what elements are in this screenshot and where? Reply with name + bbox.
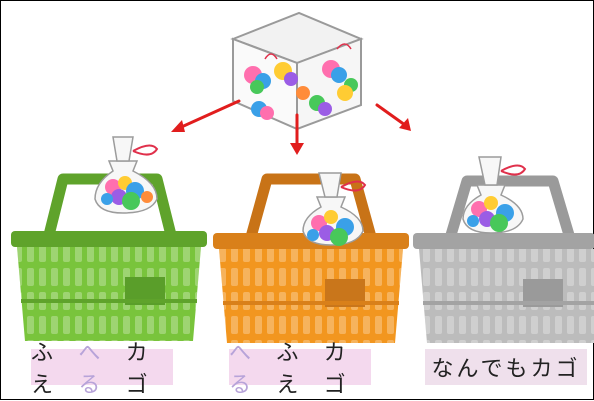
- label-part-b-highlight: へる: [78, 341, 104, 398]
- red-arrow-icon: [171, 99, 411, 155]
- candy-bag-icon: [94, 136, 159, 214]
- candy-bag-icon: [302, 172, 367, 246]
- label-part-c: カゴ: [323, 341, 349, 398]
- label-part-b: ふえ: [276, 341, 302, 398]
- candy-bag-icon: [462, 156, 527, 234]
- label-part-a-highlight: へる: [229, 341, 255, 398]
- label-part-a: ふえ: [31, 341, 57, 398]
- shopping-basket-icon-green: [11, 173, 207, 341]
- transparent-box-icon: [230, 11, 364, 131]
- basket-label-increase-decrease: ふえへるカゴ: [31, 341, 173, 398]
- basket-label-decrease-increase: へるふえカゴ: [229, 341, 371, 398]
- basket-label-anything: なんでもカゴ: [425, 349, 587, 385]
- label-text: なんでもカゴ: [431, 357, 581, 382]
- shopping-basket-icon-gray: [413, 175, 594, 343]
- label-part-c: カゴ: [125, 341, 151, 398]
- shopping-basket-icon-orange: [213, 173, 409, 343]
